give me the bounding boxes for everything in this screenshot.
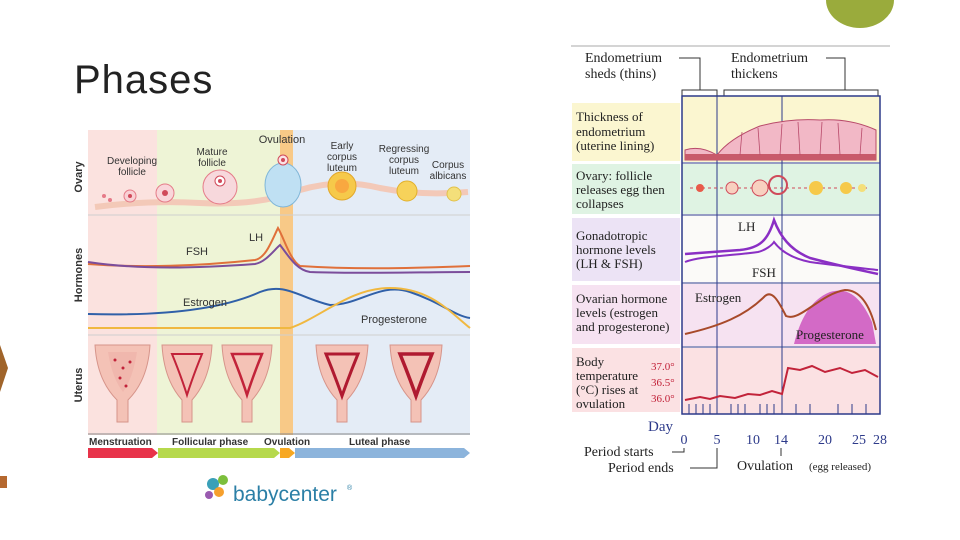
row-thickness-3: (uterine lining) bbox=[576, 138, 654, 153]
left-fsh-label: FSH bbox=[186, 246, 208, 258]
label-albicans-2: albicans bbox=[430, 171, 467, 182]
follicle-sequence bbox=[690, 175, 870, 197]
temp-label-36: 36.0° bbox=[651, 393, 675, 405]
sheds-label-2: sheds (thins) bbox=[585, 67, 657, 82]
left-estrogen-label: Estrogen bbox=[183, 297, 227, 309]
row-bg-thickness bbox=[572, 103, 680, 161]
fsh-curve bbox=[87, 243, 471, 274]
thickens-label-2: thickens bbox=[731, 67, 778, 82]
temperature-curve bbox=[684, 364, 879, 401]
tick-20: 20 bbox=[818, 433, 832, 448]
label-early-3: luteum bbox=[327, 163, 357, 174]
label-regressing-3: luteum bbox=[389, 166, 419, 177]
left-progesterone-label: Progesterone bbox=[361, 314, 427, 326]
temp-label-37: 37.0° bbox=[651, 361, 675, 373]
tick-14: 14 bbox=[774, 433, 788, 448]
row-temp-3: (°C) rises at bbox=[576, 382, 639, 397]
logo-leaf-icon bbox=[207, 478, 219, 490]
lh-curve bbox=[87, 225, 471, 270]
row-gonadotropic-2: hormone levels bbox=[576, 242, 656, 257]
tick-25: 25 bbox=[852, 433, 866, 448]
tick-5: 5 bbox=[714, 433, 721, 448]
row-bg-ovary bbox=[572, 164, 680, 214]
luteal-arrow bbox=[295, 448, 470, 458]
label-early-1: Early bbox=[331, 141, 354, 152]
tick-28: 28 bbox=[873, 433, 887, 448]
row-gonadotropic-3: (LH & FSH) bbox=[576, 256, 642, 271]
ovulation-arrow bbox=[280, 448, 295, 458]
egg-released-label: (egg released) bbox=[809, 461, 871, 473]
row-label-uterus: Uterus bbox=[73, 368, 85, 403]
chart-frame bbox=[681, 95, 881, 415]
row-ovary-3: collapses bbox=[576, 196, 624, 211]
phase-ovulation: Ovulation bbox=[264, 437, 310, 448]
right-lh-label: LH bbox=[738, 219, 755, 234]
period-ends-label: Period ends bbox=[608, 461, 674, 476]
label-ovulation-top: Ovulation bbox=[259, 134, 305, 146]
follicular-arrow bbox=[158, 448, 280, 458]
label-regressing-2: corpus bbox=[389, 155, 419, 166]
tick-10: 10 bbox=[746, 433, 760, 448]
phase-luteal: Luteal phase bbox=[349, 437, 411, 448]
row-thickness-1: Thickness of bbox=[576, 109, 643, 124]
row-bg-temperature bbox=[572, 348, 680, 412]
progesterone-curve bbox=[88, 286, 471, 329]
row-label-hormones: Hormones bbox=[73, 248, 85, 302]
row-ovary-1: Ovary: follicle bbox=[576, 168, 652, 183]
phase-follicular: Follicular phase bbox=[172, 437, 249, 448]
row-ovarian-2: levels (estrogen bbox=[576, 305, 658, 320]
thickens-label-1: Endometrium bbox=[731, 51, 808, 66]
label-developing-follicle-1: Developing bbox=[107, 156, 157, 167]
follicle-stages bbox=[102, 154, 462, 208]
label-mature-follicle-1: Mature bbox=[196, 147, 228, 158]
left-lh-label: LH bbox=[249, 232, 263, 244]
label-mature-follicle-2: follicle bbox=[198, 158, 226, 169]
row-ovary-2: releases egg then bbox=[576, 182, 665, 197]
sheds-label-1: Endometrium bbox=[585, 51, 662, 66]
right-progesterone-label: Progesterone bbox=[796, 327, 864, 342]
right-fsh-label: FSH bbox=[752, 265, 776, 280]
ovulation-label: Ovulation bbox=[737, 459, 793, 474]
label-albicans-1: Corpus bbox=[432, 160, 464, 171]
slide-title: Phases bbox=[74, 58, 214, 102]
brown-square-decor bbox=[0, 476, 7, 488]
row-label-ovary: Ovary bbox=[73, 161, 85, 193]
right-fsh-curve bbox=[684, 240, 879, 271]
period-starts-label: Period starts bbox=[584, 445, 654, 460]
phase-menstruation: Menstruation bbox=[89, 437, 152, 448]
right-estrogen-curve bbox=[684, 288, 877, 335]
row-ovarian-1: Ovarian hormone bbox=[576, 291, 668, 306]
logo-text: babycenter bbox=[233, 483, 337, 506]
row-thickness-2: endometrium bbox=[576, 124, 645, 139]
right-estrogen-label: Estrogen bbox=[695, 290, 742, 305]
row-temp-2: temperature bbox=[576, 368, 638, 383]
tick-0: 0 bbox=[681, 433, 688, 448]
babycenter-logo: babycenter ® bbox=[205, 475, 353, 506]
logo-registered: ® bbox=[347, 484, 353, 492]
row-gonadotropic-1: Gonadotropic bbox=[576, 228, 648, 243]
row-bg-ovarian bbox=[572, 285, 680, 344]
day-label: Day bbox=[648, 419, 673, 435]
green-circle-decor bbox=[826, 0, 894, 28]
label-regressing-1: Regressing bbox=[379, 144, 430, 155]
label-early-2: corpus bbox=[327, 152, 357, 163]
row-bg-gonadotropic bbox=[572, 218, 680, 281]
menstruation-arrow bbox=[88, 448, 158, 458]
brown-arrow-decor bbox=[0, 345, 8, 392]
endometrium-lining bbox=[684, 119, 877, 161]
temp-label-365: 36.5° bbox=[651, 377, 675, 389]
estrogen-curve bbox=[87, 287, 471, 319]
luteal-bg bbox=[293, 130, 470, 435]
row-temp-1: Body bbox=[576, 354, 605, 369]
row-ovarian-3: and progesterone) bbox=[576, 319, 670, 334]
label-developing-follicle-2: follicle bbox=[118, 167, 146, 178]
uterus-illustrations bbox=[94, 344, 443, 423]
row-temp-4: ovulation bbox=[576, 396, 626, 411]
